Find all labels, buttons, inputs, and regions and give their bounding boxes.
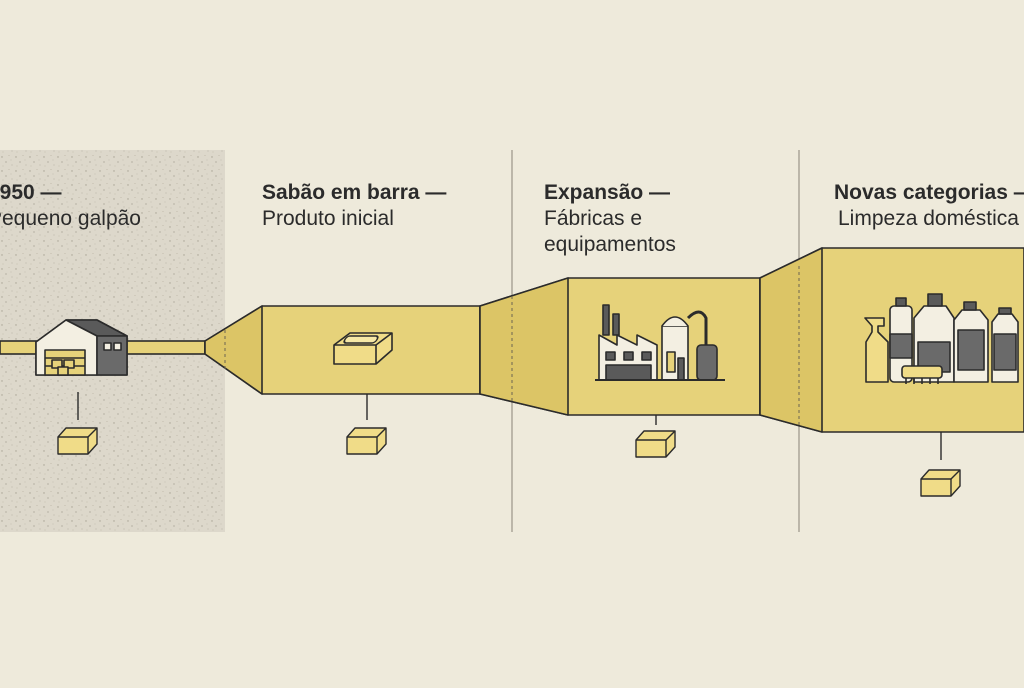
marker-3 [635,415,676,458]
stage-2-subtitle: Produto inicial [262,207,394,230]
stage-3-title: Expansão — [544,181,671,204]
stage-2-title: Sabão em barra — [262,181,447,204]
stage-1-subtitle: Pequeno galpão [0,207,141,230]
stage-3-subtitle-line-1: Fábricas e [544,207,643,230]
soap-bar-icon [333,332,393,365]
stage-3-label: Expansão — Fábricas e equipamentos [544,180,676,258]
stage-3-subtitle-line-2: equipamentos [544,233,676,256]
stage-4-title: Novas categorias — [834,181,1024,204]
stage-2-label: Sabão em barra — Produto inicial [262,180,446,232]
stage-1-title: 1950 — [0,181,62,204]
cleaning-bottles-icon [864,293,1019,384]
factory-icon [595,304,725,381]
marker-1 [57,392,98,455]
stage-1-label: 1950 — Pequeno galpão [0,180,141,232]
stage-4-label: Novas categorias — Limpeza doméstica [834,180,1024,232]
marker-4 [920,432,961,497]
warehouse-icon [35,319,128,376]
stage-4-subtitle: Limpeza doméstica [838,207,1019,230]
marker-2 [346,394,387,455]
